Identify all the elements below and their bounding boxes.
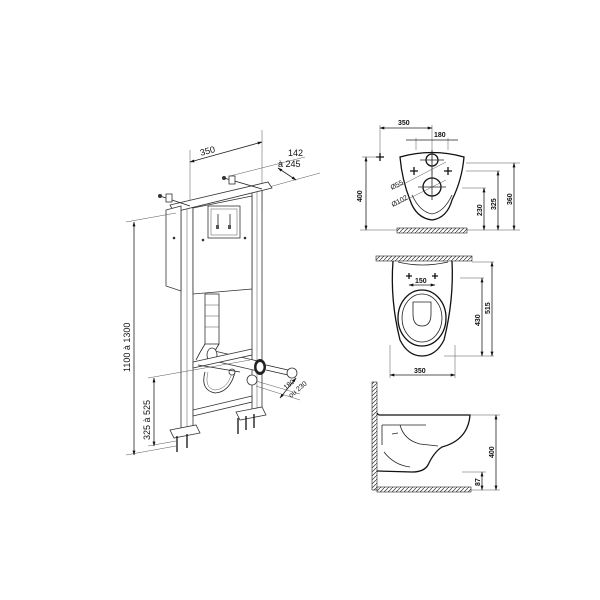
height-230-label: 230 (477, 204, 484, 216)
frame-depth-label-1: 142 (288, 148, 303, 158)
height-325-label: 325 (491, 198, 498, 210)
installation-frame-drawing (125, 130, 321, 456)
outlet-55-label: Ø55 (390, 179, 405, 191)
top-hole-spacing-label: 150 (415, 278, 427, 285)
front-hole-spacing-label: 180 (434, 132, 446, 139)
side-height-label: 400 (489, 446, 496, 458)
frame-width-label: 350 (199, 144, 216, 158)
top-width-label: 350 (414, 368, 426, 375)
height-360-label: 360 (507, 193, 514, 205)
side-view-drawing (371, 381, 500, 493)
depth-515-label: 515 (485, 302, 492, 314)
outlet-102-label: Ø102 (391, 194, 410, 208)
front-height-label: 400 (357, 190, 364, 202)
front-view-drawing (360, 125, 520, 234)
top-view-drawing (375, 255, 494, 378)
depth-430-label: 430 (475, 314, 482, 326)
bracket-height-label: 325 à 525 (142, 400, 152, 440)
frame-height-label: 1100 à 1300 (122, 323, 132, 372)
front-width-label: 350 (398, 120, 410, 127)
frame-depth-label-2: à 245 (278, 159, 301, 169)
floor-gap-label: 87 (475, 478, 482, 486)
